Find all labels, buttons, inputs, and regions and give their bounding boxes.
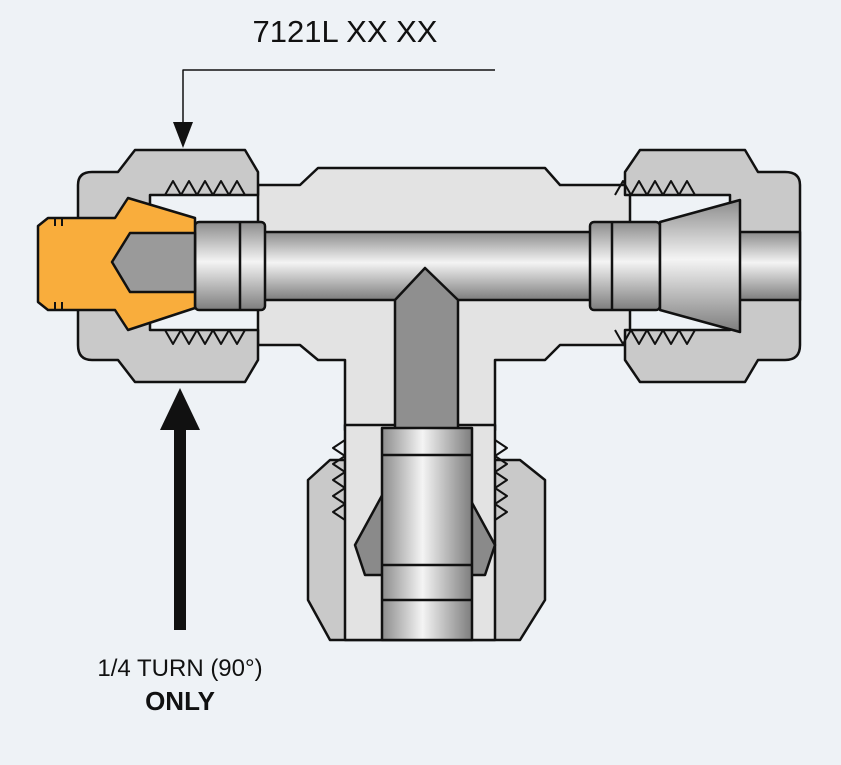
part-number-label: 7121L XX XX bbox=[252, 14, 438, 49]
turn-instruction-emphasis: ONLY bbox=[145, 686, 215, 716]
turn-instruction: 1/4 TURN (90°) bbox=[97, 655, 263, 682]
left-tube-end bbox=[193, 220, 267, 312]
right-tube-end bbox=[588, 220, 662, 312]
left-threads bbox=[164, 180, 246, 345]
branch-bore bbox=[393, 266, 460, 432]
turn-arrow-shaft bbox=[174, 425, 186, 630]
right-threads bbox=[614, 180, 696, 345]
turn-arrowhead bbox=[160, 388, 200, 430]
leader-arrowhead bbox=[173, 122, 193, 148]
right-ferrule bbox=[658, 198, 742, 334]
plug-cavity bbox=[110, 231, 197, 294]
leader-line bbox=[182, 69, 495, 125]
right-nut bbox=[623, 148, 802, 384]
bottom-threads bbox=[332, 439, 508, 521]
bottom-tube bbox=[380, 426, 474, 642]
plug-grooves bbox=[54, 218, 63, 310]
